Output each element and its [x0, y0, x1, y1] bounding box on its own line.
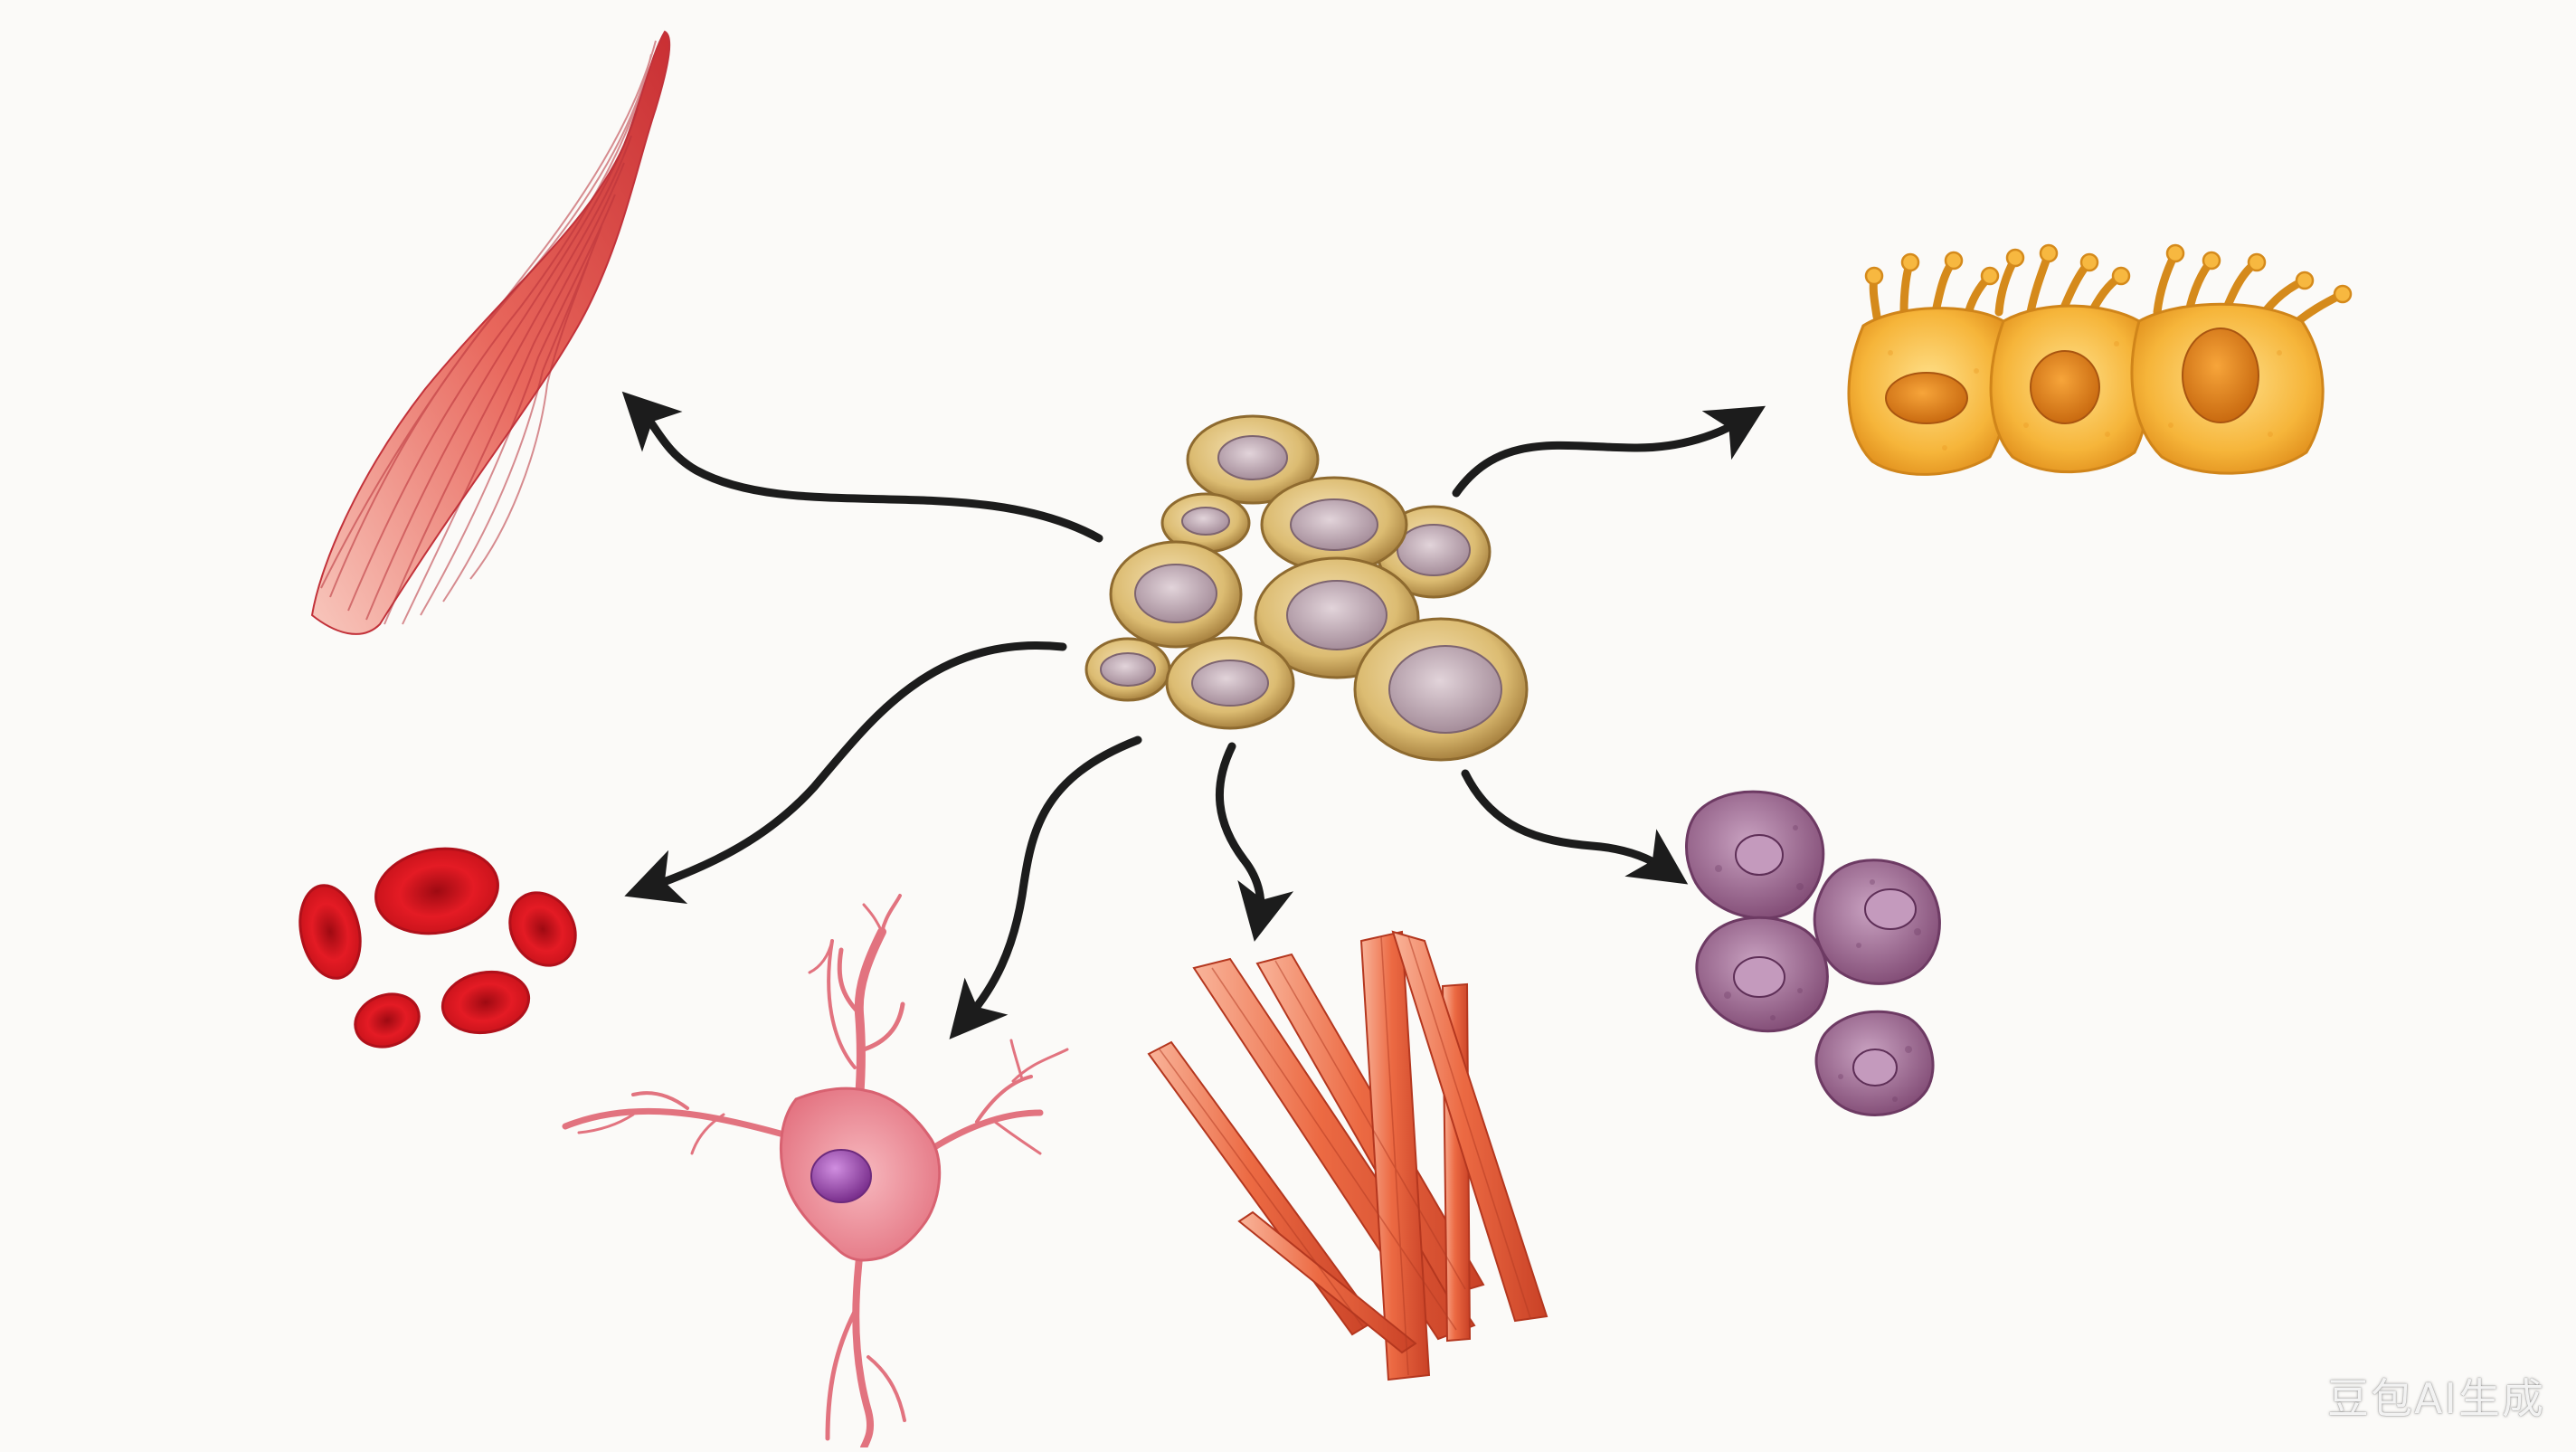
arrow-to-skeletal-muscle	[621, 391, 1103, 543]
stem-cell	[1160, 492, 1251, 554]
epithelial-cell	[2130, 302, 2325, 475]
stem-cell	[1376, 505, 1492, 599]
red-blood-cells	[298, 847, 577, 1049]
stem-cell	[1109, 540, 1243, 649]
neuron	[562, 894, 1069, 1451]
marrow-cell	[1695, 916, 1829, 1033]
marrow-cell	[1813, 859, 1941, 985]
red-blood-cell	[354, 992, 421, 1049]
neuron-nucleus	[810, 1149, 872, 1203]
arrows	[621, 391, 1766, 1039]
stem-cell-cluster	[1084, 414, 1529, 762]
skeletal-muscle	[310, 30, 671, 635]
arrow-to-red-blood-cells	[624, 641, 1067, 905]
muscle-fiber	[1237, 1210, 1417, 1354]
muscle-fibers	[1147, 930, 1548, 1381]
stem-cell	[1353, 617, 1529, 762]
arrow-to-neuron	[949, 735, 1142, 1039]
stem-cell	[1260, 476, 1408, 574]
epithelial-cell	[1847, 307, 2011, 476]
arrow-to-muscle-fibers	[1215, 742, 1294, 942]
epithelial-cells	[1847, 243, 2353, 476]
epithelial-cell	[1989, 304, 2151, 474]
marrow-cell	[1814, 1010, 1935, 1116]
stem-cell	[1084, 637, 1171, 702]
stem-cell	[1186, 414, 1320, 505]
red-blood-cell	[298, 884, 362, 980]
red-blood-cell	[440, 970, 531, 1035]
bone-marrow-cells	[1685, 790, 1941, 1116]
arrow-to-epithelial-cells	[1452, 405, 1766, 498]
watermark-text: 豆包AI生成	[2326, 1374, 2545, 1423]
red-blood-cell	[508, 891, 577, 967]
arrow-to-bone-marrow-cells	[1461, 769, 1689, 885]
red-blood-cell	[374, 847, 499, 935]
stem-cell	[1165, 636, 1295, 730]
marrow-cell	[1685, 790, 1825, 920]
